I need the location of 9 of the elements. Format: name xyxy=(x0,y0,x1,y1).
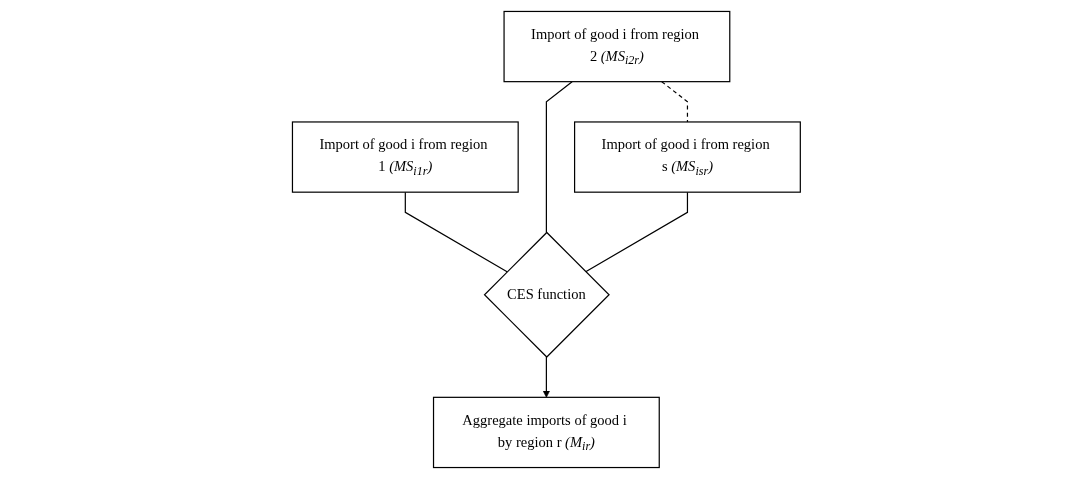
node-box: Aggregate imports of good i by region r (M$_{ir}$) xyxy=(432,396,660,469)
node-box: Import of good i from region 2 (MS$_{i2r}$) xyxy=(503,10,730,83)
node-box: Import of good i from region 1 (MS$_{i1r}$) xyxy=(291,121,519,193)
arrow xyxy=(542,356,550,398)
connector xyxy=(545,81,573,234)
node-diamond: CES function xyxy=(483,231,610,358)
node-box: Import of good i from region s (MS$_{isr}$) xyxy=(573,121,801,193)
connector xyxy=(584,191,688,273)
connector xyxy=(404,191,508,273)
